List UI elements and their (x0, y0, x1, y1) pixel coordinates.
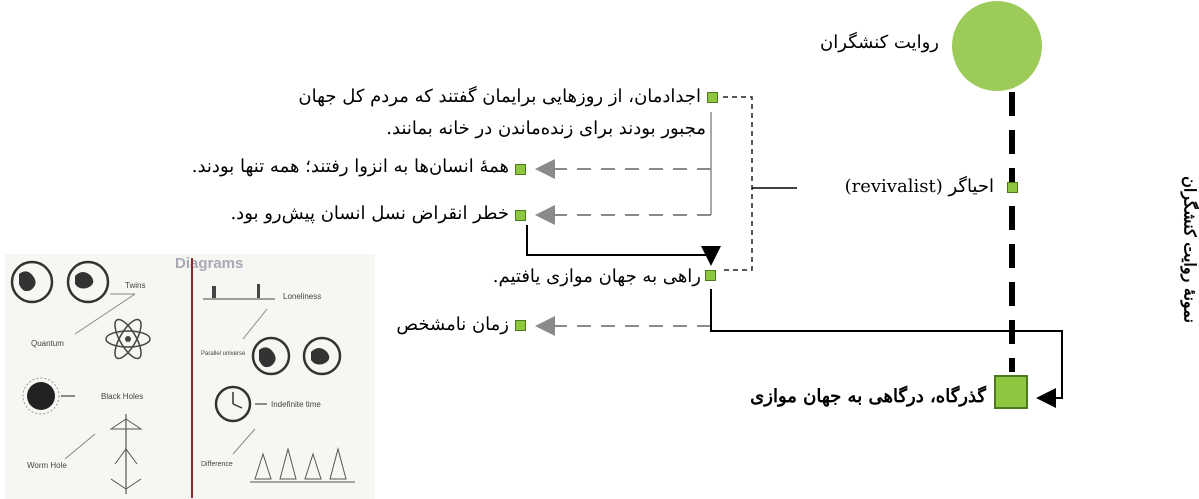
inset-label-difference: Difference (201, 461, 233, 468)
inset-label-indefinite-time: Indefinite time (271, 400, 321, 409)
inset-label-quantum: Quantum (31, 339, 64, 348)
node-parallel-path (705, 270, 716, 281)
inset-label-parallel: Parallel universe (201, 351, 246, 357)
ancestors-line2: مجبور بودند برای زنده‌ماندن در خانه بمان… (386, 118, 706, 139)
arrow-extinction-to-parallel (526, 225, 721, 266)
isolation-label: همهٔ انسان‌ها به انزوا رفتند؛ همه تنها ب… (191, 156, 509, 177)
narrative-label: روایت کنشگران (820, 32, 939, 53)
side-title: نمونهٔ روایت کنشگران (1180, 176, 1199, 323)
diagrams-inset-image: Diagrams Twins Quantum Black Holes Worm … (5, 254, 375, 499)
gateway-label: گذرگاه، درگاهی به جهان موازی (750, 386, 986, 407)
revivalist-label: احیاگر (revivalist) (844, 176, 994, 197)
node-revivalist (1007, 182, 1018, 193)
extinction-label: خطر انقراض نسل انسان پیش‌رو بود. (230, 203, 509, 224)
diagrams-sketch: Diagrams Twins Quantum Black Holes Worm … (10, 255, 355, 498)
node-time (515, 320, 526, 331)
dashed-bracket-right (723, 96, 753, 271)
node-ancestors (707, 92, 718, 103)
inset-title: Diagrams (175, 255, 243, 272)
node-isolation (515, 164, 526, 175)
time-label: زمان نامشخص (396, 314, 509, 335)
arrow-to-gateway (710, 289, 1063, 408)
inset-label-twins: Twins (125, 281, 145, 290)
inset-label-black-holes: Black Holes (101, 392, 143, 401)
narrative-circle (952, 1, 1042, 91)
node-extinction (515, 210, 526, 221)
ancestors-line1: اجدادمان، از روزهایی برایمان گفتند که مر… (298, 86, 701, 107)
parallel-path-label: راهی به جهان موازی یافتیم. (492, 266, 701, 287)
inset-label-worm-hole: Worm Hole (27, 461, 67, 470)
node-gateway (994, 375, 1028, 409)
inset-label-loneliness: Loneliness (283, 292, 321, 301)
